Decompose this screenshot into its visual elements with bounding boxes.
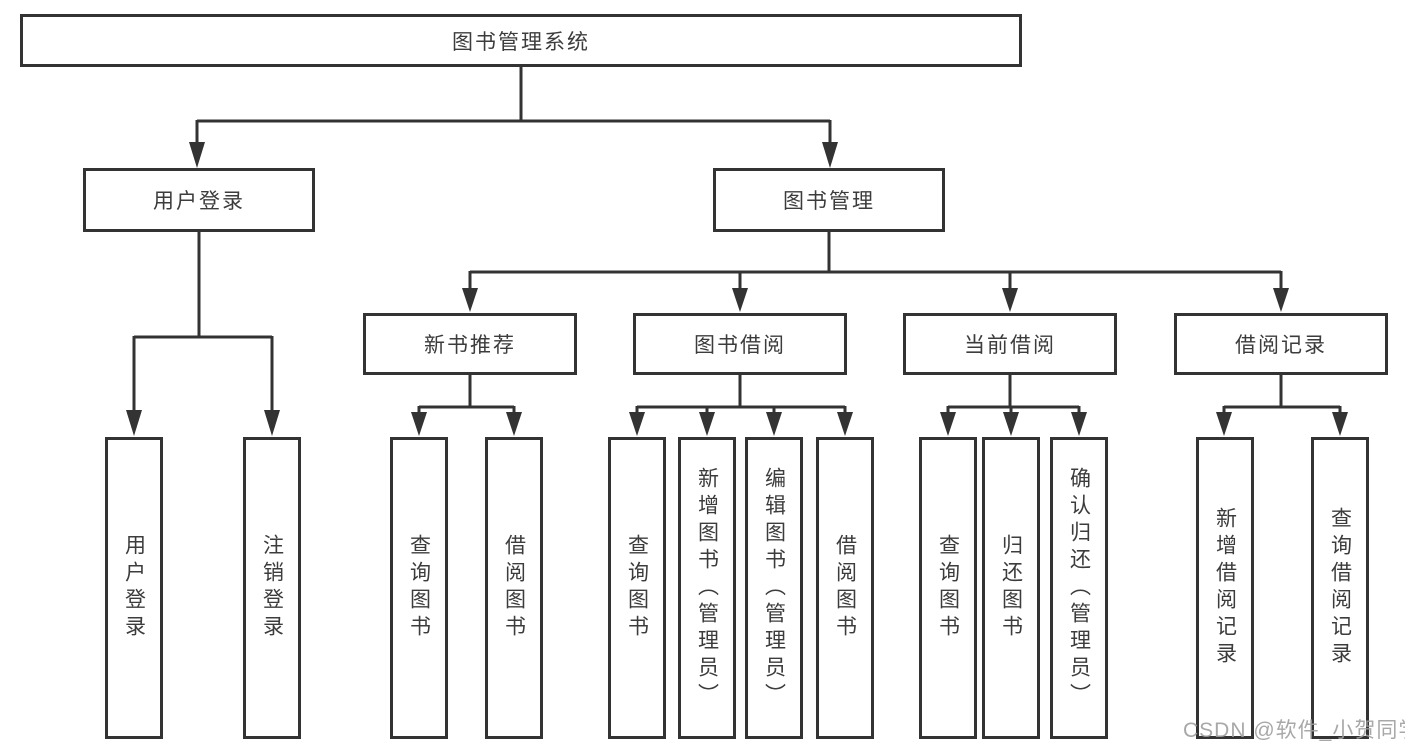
connector-root-to-level2 — [195, 67, 832, 146]
node-label: 编辑图书（管理员） — [762, 466, 786, 710]
node-borrowing-records: 借阅记录 — [1174, 313, 1388, 375]
leaf-return-books: 归还图书 — [982, 437, 1040, 739]
leaf-edit-books-admin: 编辑图书（管理员） — [745, 437, 803, 739]
node-label: 查询图书 — [936, 534, 960, 642]
node-label: 注销登录 — [260, 534, 284, 642]
arrowheads-leaves — [411, 412, 1348, 436]
node-label: 借阅图书 — [833, 534, 857, 642]
leaf-borrow-books-recommend: 借阅图书 — [485, 437, 543, 739]
connector-new-book-group — [417, 375, 516, 416]
node-label: 新增借阅记录 — [1213, 507, 1237, 669]
node-current-borrowing: 当前借阅 — [903, 313, 1117, 375]
leaf-logout: 注销登录 — [243, 437, 301, 739]
node-user-login: 用户登录 — [83, 168, 315, 232]
node-book-borrowing: 图书借阅 — [633, 313, 847, 375]
node-label: 图书管理系统 — [452, 30, 590, 54]
leaf-query-books-current: 查询图书 — [919, 437, 977, 739]
node-label: 图书借阅 — [694, 334, 786, 357]
connector-current-borrow-group — [946, 375, 1081, 416]
leaf-query-books-recommend: 查询图书 — [390, 437, 448, 739]
node-label: 新增图书（管理员） — [695, 466, 719, 710]
leaf-add-borrow-record: 新增借阅记录 — [1196, 437, 1254, 739]
node-label: 图书管理 — [783, 190, 875, 213]
leaf-borrow-books-borrowing: 借阅图书 — [816, 437, 874, 739]
leaf-query-borrow-record: 查询借阅记录 — [1311, 437, 1369, 739]
node-label: 新书推荐 — [424, 334, 516, 357]
node-label: 借阅记录 — [1235, 334, 1327, 357]
node-label: 当前借阅 — [964, 334, 1056, 357]
connector-user-login-group — [132, 232, 274, 414]
node-label: 查询借阅记录 — [1328, 507, 1352, 669]
node-new-book-recommendation: 新书推荐 — [363, 313, 577, 375]
node-label: 确认归还（管理员） — [1067, 466, 1091, 710]
node-book-management: 图书管理 — [713, 168, 945, 232]
arrowheads-level2 — [189, 142, 838, 168]
node-label: 用户登录 — [153, 190, 245, 213]
csdn-watermark: CSDN @软件_小贺同学 — [1183, 719, 1405, 742]
node-label: 查询图书 — [625, 534, 649, 642]
node-label: 归还图书 — [999, 534, 1023, 642]
node-label: 查询图书 — [407, 534, 431, 642]
node-label: 借阅图书 — [502, 534, 526, 642]
node-library-management-system: 图书管理系统 — [20, 14, 1022, 67]
connector-borrow-records-group — [1222, 375, 1342, 416]
connector-book-borrow-group — [635, 375, 847, 416]
leaf-user-login: 用户登录 — [105, 437, 163, 739]
leaf-confirm-return-admin: 确认归还（管理员） — [1050, 437, 1108, 739]
connector-book-management-to-level3 — [468, 232, 1283, 292]
arrowheads-level3 — [462, 288, 1289, 312]
node-label: 用户登录 — [122, 534, 146, 642]
leaf-add-books-admin: 新增图书（管理员） — [678, 437, 736, 739]
leaf-query-books-borrowing: 查询图书 — [608, 437, 666, 739]
arrowheads-user-login-group — [126, 410, 280, 436]
